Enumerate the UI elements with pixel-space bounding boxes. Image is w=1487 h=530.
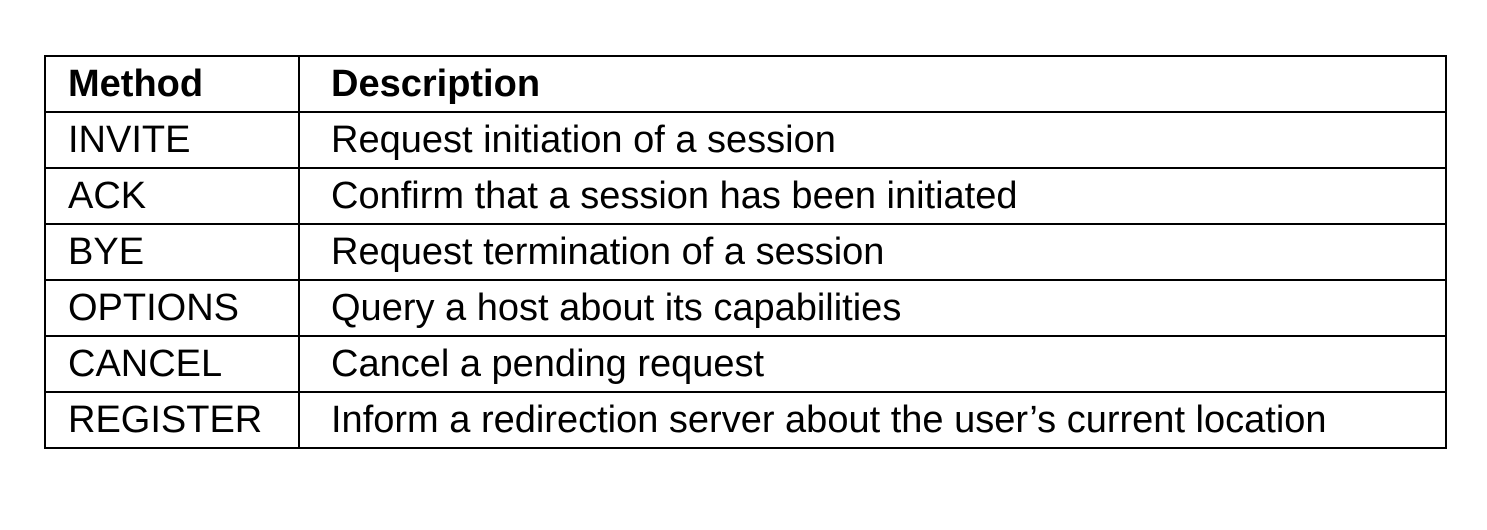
description-cell: Request initiation of a session: [298, 111, 1447, 169]
column-header-description: Description: [298, 55, 1447, 113]
methods-table-container: Method Description INVITE Request initia…: [44, 55, 1447, 449]
table-header: Method Description: [44, 55, 1447, 113]
method-cell: CANCEL: [44, 335, 300, 393]
description-cell: Cancel a pending request: [298, 335, 1447, 393]
table-body: INVITE Request initiation of a session A…: [44, 111, 1447, 449]
table-row: REGISTER Inform a redirection server abo…: [44, 391, 1447, 449]
table-row: ACK Confirm that a session has been init…: [44, 167, 1447, 225]
description-cell: Inform a redirection server about the us…: [298, 391, 1447, 449]
method-cell: OPTIONS: [44, 279, 300, 337]
table-row: CANCEL Cancel a pending request: [44, 335, 1447, 393]
description-cell: Request termination of a session: [298, 223, 1447, 281]
table-row: OPTIONS Query a host about its capabilit…: [44, 279, 1447, 337]
header-row: Method Description: [44, 55, 1447, 113]
table-row: BYE Request termination of a session: [44, 223, 1447, 281]
description-cell: Confirm that a session has been initiate…: [298, 167, 1447, 225]
method-cell: REGISTER: [44, 391, 300, 449]
description-cell: Query a host about its capabilities: [298, 279, 1447, 337]
sip-methods-table: Method Description INVITE Request initia…: [44, 55, 1447, 449]
method-cell: INVITE: [44, 111, 300, 169]
method-cell: ACK: [44, 167, 300, 225]
table-row: INVITE Request initiation of a session: [44, 111, 1447, 169]
method-cell: BYE: [44, 223, 300, 281]
column-header-method: Method: [44, 55, 300, 113]
